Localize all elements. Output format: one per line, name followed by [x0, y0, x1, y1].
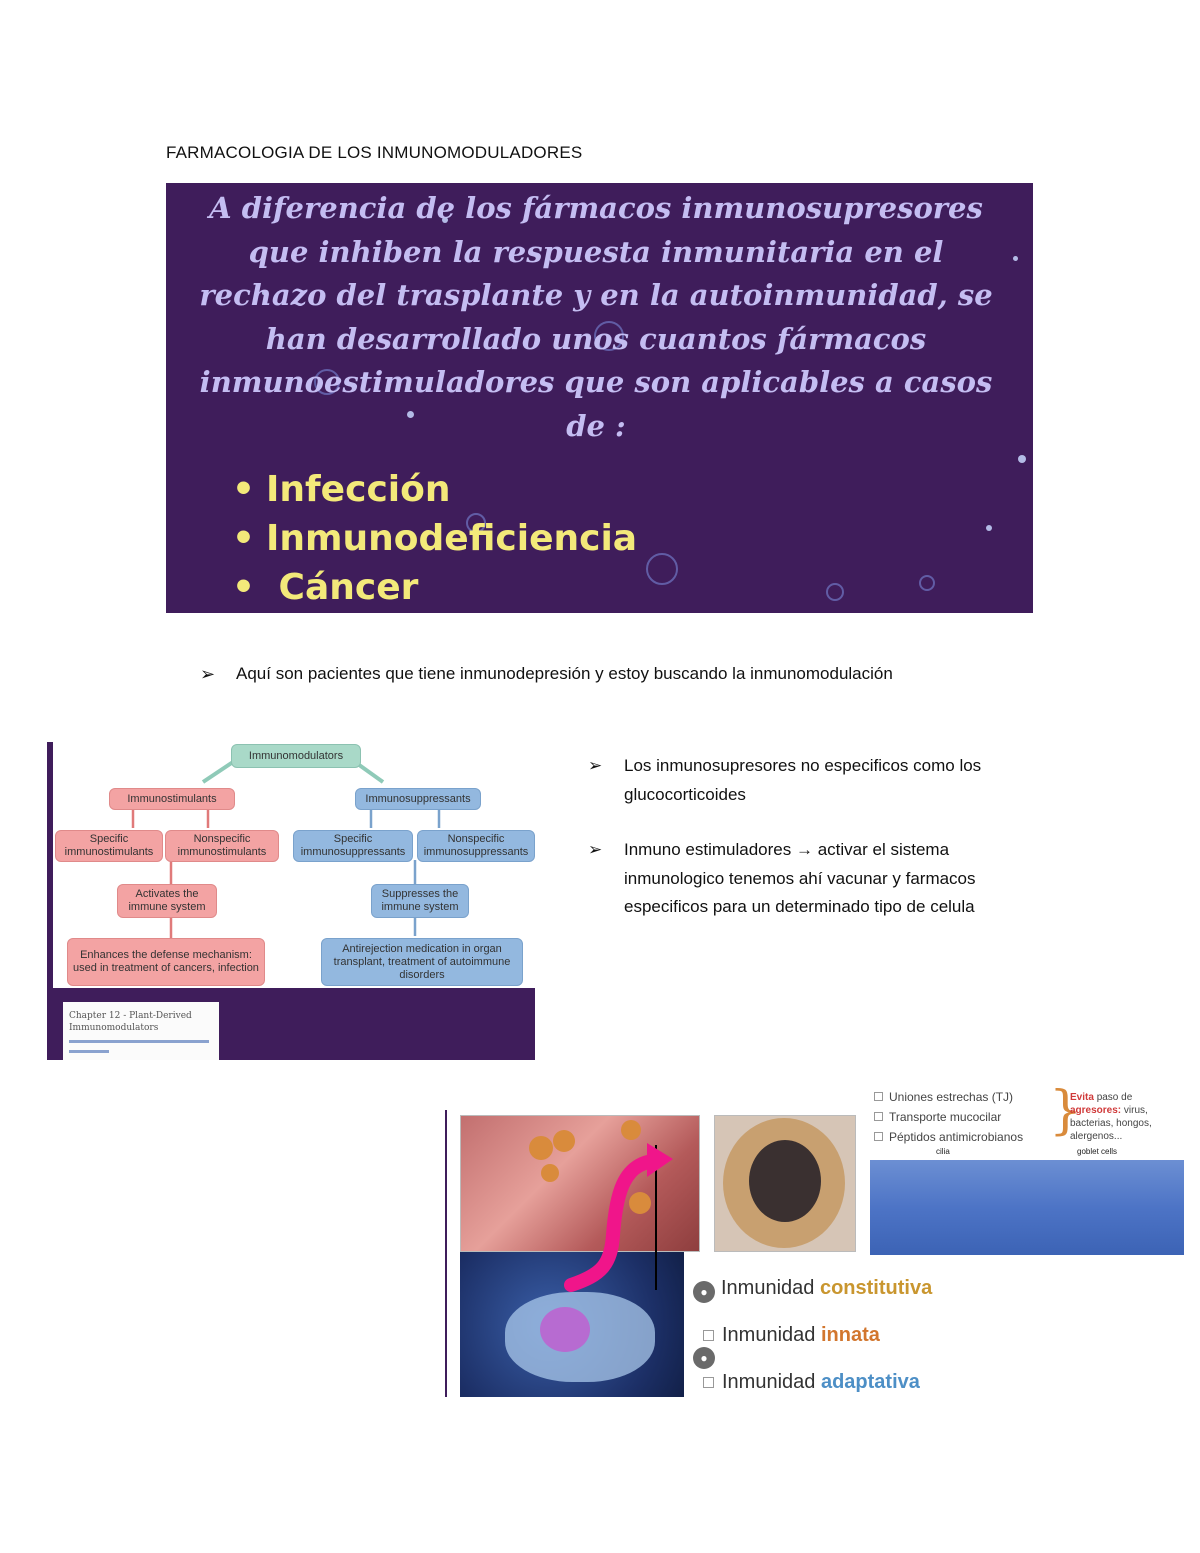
immunity-word: constitutiva [819, 1277, 933, 1299]
node-specific-immunostimulants: Specific immunostimulants [55, 830, 163, 862]
intro-bullet: ➢ Aquí son pacientes que tiene inmunodep… [200, 664, 893, 685]
bullet-text: Los inmunosupresores no especificos como… [624, 756, 982, 804]
checkbox-icon [874, 1092, 883, 1101]
reference-link-bar [69, 1050, 109, 1053]
document-title: FARMACOLOGIA DE LOS INMUNOMODULADORES [166, 143, 583, 162]
checkbox-icon [703, 1377, 714, 1389]
node-suppresses-immune-system: Suppresses the immune system [371, 884, 469, 918]
lock-icon: ● [693, 1347, 715, 1369]
cilia-label: cilia [936, 1147, 950, 1156]
barrier-list: Uniones estrechas (TJ) Transporte mucoci… [874, 1087, 1023, 1147]
intro-bullet-text: Aquí son pacientes que tiene inmunodepre… [236, 664, 893, 683]
slide-bullet: •Inmunodeficiencia [232, 518, 638, 559]
checkbox-icon [874, 1112, 883, 1121]
cilia-micrograph [460, 1115, 700, 1252]
lock-icon: ● [693, 1281, 715, 1303]
brace-icon: } [1049, 1081, 1083, 1141]
node-antirejection: Antirejection medication in organ transp… [321, 938, 523, 986]
slide-bullet: •Infección [232, 469, 451, 510]
node-enhances-defense: Enhances the defense mechanism: used in … [67, 938, 265, 986]
immunity-row-adaptativa: Inmunidad adaptativa [703, 1371, 920, 1394]
bullet-text: Inmuno estimuladores → activar el sistem… [624, 840, 976, 916]
cell-micrograph [714, 1115, 856, 1252]
slide-bullet: • Cáncer [232, 567, 419, 608]
intro-slide-image: A diferencia de los fármacos inmunosupre… [166, 183, 1033, 613]
checkbox-icon [874, 1132, 883, 1141]
reference-link-bar [69, 1040, 209, 1043]
cell-illustration [460, 1252, 684, 1397]
arrow-bullet-icon: ➢ [588, 756, 603, 775]
immunity-word: innata [820, 1324, 880, 1346]
immunity-types-image: ● Inmunidad constitutiva Inmunidad innat… [443, 1085, 1188, 1397]
arrow-bullet-icon: ➢ [200, 664, 216, 684]
immunity-word: adaptativa [820, 1371, 920, 1393]
node-immunostimulants: Immunostimulants [109, 788, 235, 810]
immunity-row-innata: Inmunidad innata [703, 1324, 880, 1347]
node-specific-immunosuppressants: Specific immunosuppressants [293, 830, 413, 862]
pink-arrow-icon [564, 1143, 673, 1292]
slide-paragraph: A diferencia de los fármacos inmunosupre… [199, 191, 993, 443]
flowchart-panel: Immunomodulators Immunostimulants Immuno… [53, 742, 535, 988]
epithelium-panel: Uniones estrechas (TJ) Transporte mucoci… [870, 1085, 1188, 1255]
chapter-reference-text: Chapter 12 - Plant-Derived Immunomodulat… [69, 1011, 192, 1033]
node-activates-immune-system: Activates the immune system [117, 884, 217, 918]
pointer-line [655, 1145, 657, 1290]
goblet-label: goblet cells [1077, 1147, 1118, 1156]
node-nonspecific-immunosuppressants: Nonspecific immunosuppressants [417, 830, 535, 862]
node-immunomodulators: Immunomodulators [231, 744, 361, 768]
chapter-reference: Chapter 12 - Plant-Derived Immunomodulat… [63, 1002, 219, 1060]
image-left-border [445, 1110, 447, 1397]
node-nonspecific-immunostimulants: Nonspecific immunostimulants [165, 830, 279, 862]
slide-bullet-list: •Infección •Inmunodeficiencia • Cáncer [232, 465, 637, 612]
node-immunosuppressants: Immunosuppressants [355, 788, 481, 810]
evita-note: Evita paso de agresores: virus, bacteria… [1070, 1092, 1152, 1142]
immunomodulators-flowchart: Immunomodulators Immunostimulants Immuno… [47, 742, 535, 1060]
immunity-row-constitutiva: Inmunidad constitutiva [721, 1277, 933, 1299]
epithelium-micrograph [870, 1160, 1184, 1255]
arrow-bullet-icon: ➢ [588, 840, 603, 859]
checkbox-icon [703, 1330, 714, 1342]
